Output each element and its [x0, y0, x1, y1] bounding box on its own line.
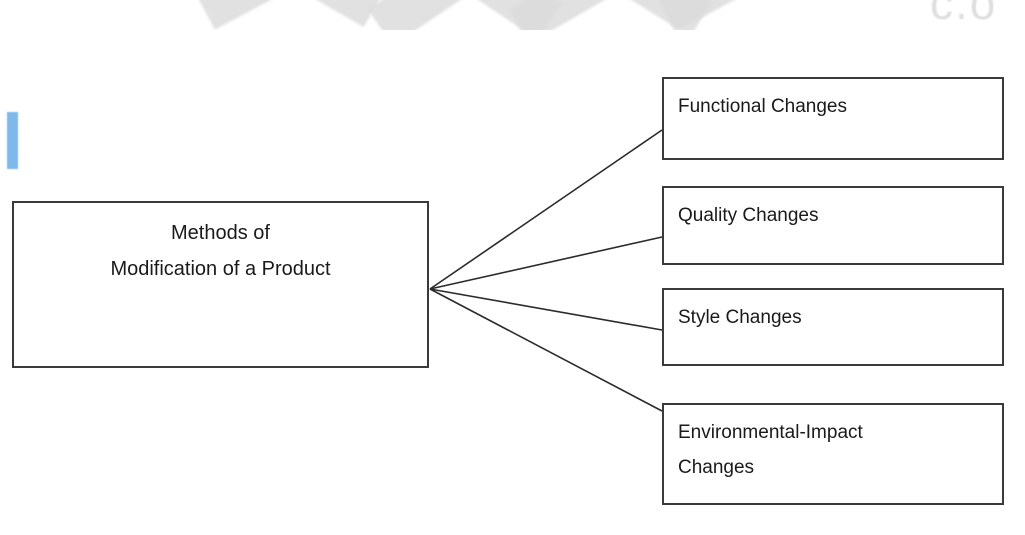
node-style-changes[interactable]: Style Changes [662, 288, 1004, 366]
watermark-shape-7 [268, 0, 382, 28]
node-label: Quality Changes [678, 205, 819, 226]
watermark-shape-2 [437, 0, 563, 30]
watermark-text: c.o [930, 0, 998, 29]
connector-line-3 [429, 288, 663, 331]
connector-line-1 [429, 129, 663, 290]
node-quality-changes[interactable]: Quality Changes [662, 186, 1004, 265]
watermark-shape-4 [588, 0, 712, 30]
connector-line-2 [429, 236, 663, 290]
watermark-shape-1 [367, 0, 493, 30]
node-root-line-1: Methods of [171, 222, 270, 244]
watermark-shape-6 [197, 0, 313, 30]
node-functional-changes[interactable]: Functional Changes [662, 77, 1004, 160]
text-caret-marker [7, 112, 18, 169]
node-label: Environmental-Impact [678, 422, 863, 443]
node-label: Style Changes [678, 307, 802, 328]
node-root[interactable]: Methods of Modification of a Product [12, 201, 429, 368]
node-environmental-impact-changes[interactable]: Environmental-Impact Changes [662, 403, 1004, 505]
node-label-line-2: Changes [678, 457, 755, 478]
watermark-band: c.o [0, 0, 1025, 30]
watermark-shape-5 [657, 0, 773, 30]
node-label: Functional Changes [678, 96, 847, 117]
node-root-line-2: Modification of a Product [110, 258, 331, 280]
connector-line-4 [429, 288, 663, 412]
watermark-shape-3 [508, 0, 642, 30]
